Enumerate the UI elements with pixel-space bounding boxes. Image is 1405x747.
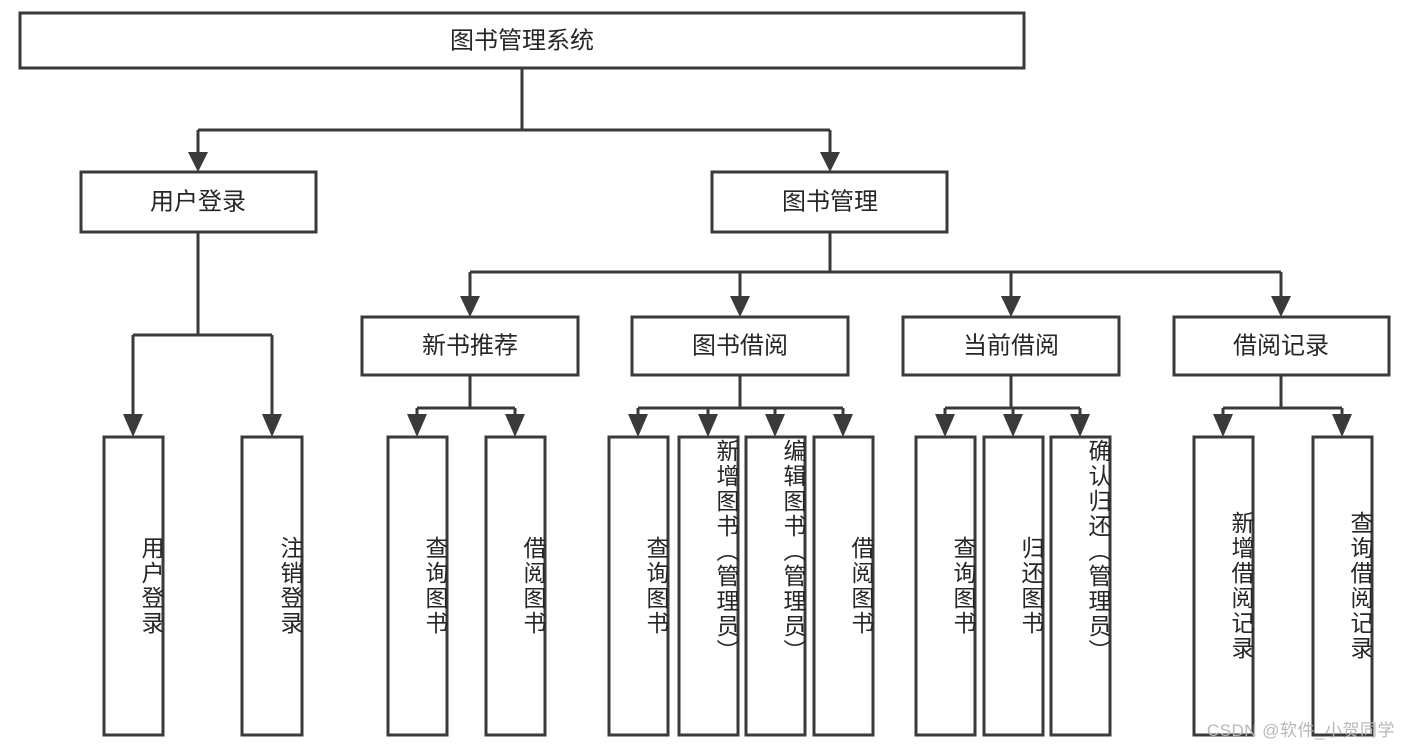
node-new-book-recommend-label: 新书推荐 xyxy=(422,332,518,359)
node-new-book-recommend[interactable]: 新书推荐 xyxy=(360,315,580,377)
node-leaf-borrow-book-2-label: 借阅图书 xyxy=(848,536,874,636)
node-leaf-query-record-label: 查询借阅记录 xyxy=(1347,511,1373,661)
arrowhead-current-borrow xyxy=(1001,296,1021,317)
node-leaf-add-book-box[interactable] xyxy=(677,435,740,737)
node-user-login-label: 用户登录 xyxy=(150,188,246,215)
arrowhead-leaf-query-book-3 xyxy=(935,414,955,437)
node-leaf-edit-book-label: 编辑图书（管理员） xyxy=(780,439,806,664)
node-leaf-confirm-return[interactable]: 确认归还（管理员） xyxy=(1049,435,1112,737)
node-leaf-query-record[interactable]: 查询借阅记录 xyxy=(1311,435,1374,737)
node-leaf-query-book-2-box[interactable] xyxy=(607,435,670,737)
node-leaf-user-login-label: 用户登录 xyxy=(138,536,164,636)
node-leaf-user-logout[interactable]: 注销登录 xyxy=(240,435,304,737)
node-leaf-user-login-box[interactable] xyxy=(102,435,165,737)
node-leaf-return-book-box[interactable] xyxy=(982,435,1045,737)
node-book-borrow[interactable]: 图书借阅 xyxy=(630,315,850,377)
arrowhead-leaf-borrow-book-2 xyxy=(833,414,853,437)
node-leaf-query-book-1-box[interactable] xyxy=(386,435,449,737)
node-book-manage-label: 图书管理 xyxy=(782,188,878,215)
arrowhead-leaf-user-login xyxy=(123,414,143,437)
arrowhead-leaf-user-logout xyxy=(262,414,282,437)
node-root[interactable]: 图书管理系统 xyxy=(18,11,1026,70)
node-root-label: 图书管理系统 xyxy=(450,27,594,54)
node-leaf-add-record-box[interactable] xyxy=(1192,435,1255,737)
node-borrow-record-label: 借阅记录 xyxy=(1233,332,1329,359)
node-current-borrow[interactable]: 当前借阅 xyxy=(901,315,1121,377)
node-leaf-borrow-book-1[interactable]: 借阅图书 xyxy=(484,435,547,737)
node-borrow-record[interactable]: 借阅记录 xyxy=(1172,315,1391,377)
node-current-borrow-label: 当前借阅 xyxy=(963,332,1059,359)
arrowhead-leaf-add-book xyxy=(698,414,718,437)
arrowhead-leaf-query-book-2 xyxy=(628,414,648,437)
node-book-borrow-box[interactable] xyxy=(630,315,850,377)
node-leaf-add-record-label: 新增借阅记录 xyxy=(1228,511,1254,661)
node-leaf-edit-book[interactable]: 编辑图书（管理员） xyxy=(744,435,807,737)
node-leaf-query-book-3[interactable]: 查询图书 xyxy=(914,435,977,737)
node-leaf-query-book-1[interactable]: 查询图书 xyxy=(386,435,449,737)
node-leaf-add-book-label: 新增图书（管理员） xyxy=(713,439,739,664)
node-leaf-borrow-book-2[interactable]: 借阅图书 xyxy=(812,435,875,737)
arrowhead-user-login xyxy=(188,152,208,172)
node-leaf-borrow-book-1-label: 借阅图书 xyxy=(520,536,546,636)
arrowhead-leaf-query-book-1 xyxy=(407,414,427,437)
node-user-login[interactable]: 用户登录 xyxy=(79,170,318,234)
arrowhead-leaf-edit-book xyxy=(765,414,785,437)
arrowhead-leaf-borrow-book-1 xyxy=(505,414,525,437)
arrowhead-book-manage xyxy=(820,152,840,172)
node-book-manage[interactable]: 图书管理 xyxy=(710,170,949,234)
arrowhead-new-book-recommend xyxy=(460,296,480,317)
node-leaf-add-record[interactable]: 新增借阅记录 xyxy=(1192,435,1255,737)
connector-layer xyxy=(123,68,1352,437)
node-leaf-query-book-1-label: 查询图书 xyxy=(422,536,448,636)
node-leaf-borrow-book-1-box[interactable] xyxy=(484,435,547,737)
node-leaf-return-book-label: 归还图书 xyxy=(1018,536,1044,636)
node-current-borrow-box[interactable] xyxy=(901,315,1121,377)
arrowhead-leaf-confirm-return xyxy=(1070,414,1090,437)
arrowhead-leaf-query-record xyxy=(1332,414,1352,437)
arrowhead-book-borrow xyxy=(730,296,750,317)
node-new-book-recommend-box[interactable] xyxy=(360,315,580,377)
node-leaf-query-book-3-label: 查询图书 xyxy=(950,536,976,636)
node-leaf-add-book[interactable]: 新增图书（管理员） xyxy=(677,435,740,737)
arrowhead-leaf-return-book xyxy=(1003,414,1023,437)
node-user-login-box[interactable] xyxy=(79,170,318,234)
node-leaf-query-book-2[interactable]: 查询图书 xyxy=(607,435,670,737)
node-leaf-borrow-book-2-box[interactable] xyxy=(812,435,875,737)
arrowhead-borrow-record xyxy=(1271,296,1291,317)
node-leaf-query-book-2-label: 查询图书 xyxy=(643,536,669,636)
node-book-borrow-label: 图书借阅 xyxy=(692,332,788,359)
arrowhead-leaf-add-record xyxy=(1213,414,1233,437)
csdn-watermark: CSDN @软件_小贺同学 xyxy=(1206,721,1395,740)
node-leaf-user-logout-label: 注销登录 xyxy=(277,536,303,636)
node-borrow-record-box[interactable] xyxy=(1172,315,1391,377)
node-leaf-confirm-return-label: 确认归还（管理员） xyxy=(1085,439,1111,664)
node-root-box[interactable] xyxy=(18,11,1026,70)
node-leaf-return-book[interactable]: 归还图书 xyxy=(982,435,1045,737)
node-book-manage-box[interactable] xyxy=(710,170,949,234)
node-leaf-user-logout-box[interactable] xyxy=(240,435,304,737)
node-leaf-confirm-return-box[interactable] xyxy=(1049,435,1112,737)
node-leaf-query-record-box[interactable] xyxy=(1311,435,1374,737)
node-leaf-query-book-3-box[interactable] xyxy=(914,435,977,737)
node-leaf-user-login[interactable]: 用户登录 xyxy=(102,435,165,737)
node-leaf-edit-book-box[interactable] xyxy=(744,435,807,737)
